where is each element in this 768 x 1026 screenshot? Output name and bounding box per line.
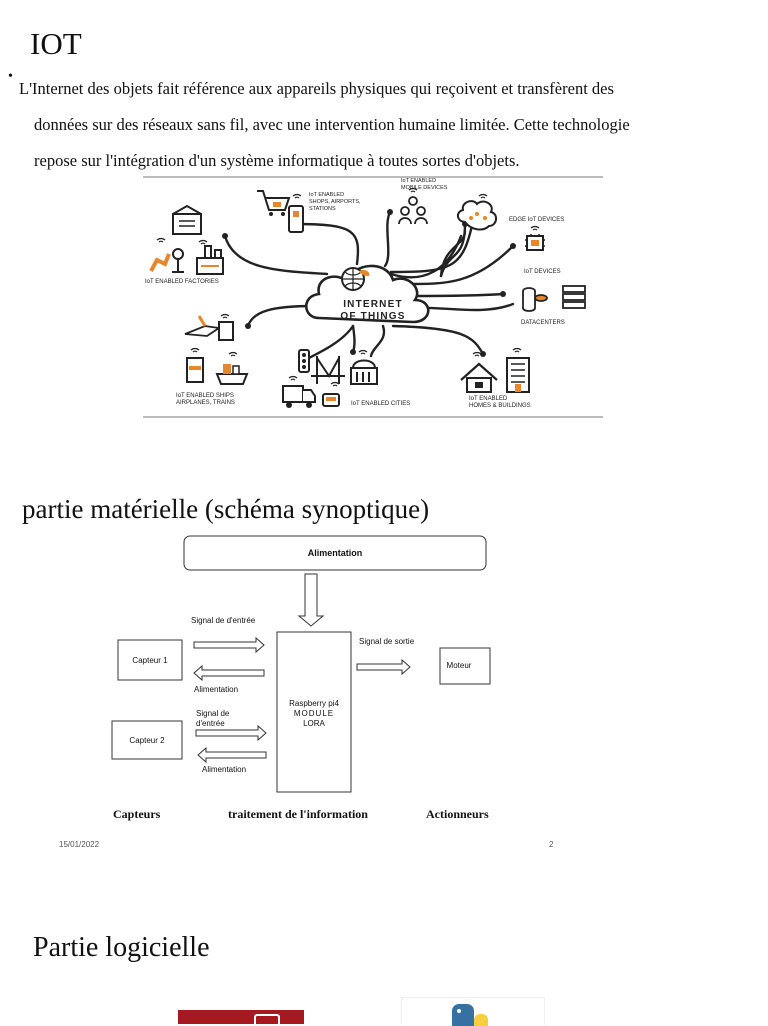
- paragraph-line: repose sur l'intégration d'un système in…: [34, 151, 520, 170]
- processor-line2: MODULE: [294, 709, 334, 718]
- people-icon: [398, 196, 428, 225]
- label-edge: EDGE IoT DEVICES: [509, 217, 564, 223]
- power-label: Alimentation: [308, 548, 363, 558]
- footer-date: 15/01/2022: [59, 840, 100, 849]
- label-cities: IoT ENABLED CITIES: [351, 401, 410, 407]
- train-icon: [186, 357, 204, 383]
- paragraph-line: données sur des réseaux sans fil, avec u…: [34, 115, 630, 134]
- database-icon: [522, 285, 586, 312]
- label-shops-1: IoT ENABLED: [309, 192, 344, 198]
- footer-page-number: 2: [549, 840, 554, 849]
- processor-line3: LORA: [303, 719, 325, 728]
- window-icon: [254, 1014, 280, 1024]
- truck-icon: [282, 385, 316, 408]
- factory-icon: [149, 204, 224, 275]
- motor-box: [439, 647, 491, 685]
- signal-in-1-label: Signal de d'entrée: [191, 616, 256, 625]
- processor-box: [276, 631, 352, 793]
- motor-label: Moteur: [447, 661, 472, 670]
- traffic-light-icon: [298, 349, 310, 373]
- phone-icon: [288, 205, 304, 233]
- iot-illustration: INTERNET OF THINGS IoT ENABLED FACTORIES…: [143, 176, 603, 418]
- power-box: [183, 535, 487, 571]
- cloud-label-line1: INTERNET: [343, 299, 403, 310]
- label-shops-2: SHOPS, AIRPORTS,: [309, 199, 361, 205]
- sensor1-box: [117, 639, 183, 681]
- arrow-right-icon: [195, 724, 267, 742]
- section-title-iot: IOT: [30, 26, 82, 61]
- label-ships-2: AIRPLANES, TRAINS: [176, 400, 235, 406]
- sensor2-label: Capteur 2: [129, 736, 165, 745]
- landmark-icon: [350, 359, 378, 385]
- label-homes-2: HOMES & BUILDINGS: [469, 403, 531, 409]
- python-icon: [452, 1004, 474, 1026]
- building-icon: [506, 357, 530, 393]
- arrow-down-icon: [297, 573, 325, 627]
- iot-paragraph: L'Internet des objets fait référence aux…: [19, 71, 754, 179]
- signal-out-label: Signal de sortie: [359, 637, 415, 646]
- label-factories: IoT ENABLED FACTORIES: [145, 279, 219, 285]
- bus-icon: [322, 393, 340, 407]
- bridge-icon: [311, 356, 345, 384]
- signal-in-2b-label: d'entrée: [196, 719, 225, 728]
- label-datacenters: DATACENTERS: [521, 320, 565, 326]
- ship-icon: [215, 364, 249, 385]
- house-icon: [460, 362, 498, 393]
- section-title-software: Partie logicielle: [33, 932, 210, 963]
- brain-icon: [457, 200, 497, 231]
- gauge-icon: [218, 321, 234, 341]
- label-homes-1: IoT ENABLED: [469, 396, 508, 402]
- paragraph-line: L'Internet des objets fait référence aux…: [19, 79, 614, 98]
- sensor2-box: [111, 720, 183, 760]
- software-logo-left: [178, 1010, 304, 1024]
- bullet-point: •: [8, 69, 13, 84]
- arrow-right-icon: [193, 636, 265, 654]
- cloud-icon: [304, 264, 430, 324]
- section-title-hardware: partie matérielle (schéma synoptique): [22, 494, 430, 524]
- arrow-right-icon: [356, 658, 411, 676]
- block-diagram: Alimentation Raspberry pi4 MODULE LORA C…: [111, 535, 491, 821]
- column-label-sensors: Capteurs: [113, 807, 161, 821]
- label-ships-1: IoT ENABLED SHIPS: [176, 393, 234, 399]
- label-mobile-1: IoT ENABLED: [401, 178, 436, 184]
- chip-icon: [525, 234, 545, 251]
- signal-in-2a-label: Signal de: [196, 709, 230, 718]
- label-iot-devices: IoT DEVICES: [524, 269, 561, 275]
- sensor1-label: Capteur 1: [132, 656, 168, 665]
- shopping-cart-icon: [257, 190, 291, 216]
- wifi-icons: [156, 187, 540, 387]
- airplane-icon: [184, 315, 222, 337]
- processor-line1: Raspberry pi4: [289, 699, 339, 708]
- power-label-1: Alimentation: [194, 685, 238, 694]
- column-label-processing: traitement de l'information: [228, 807, 368, 821]
- label-shops-3: STATIONS: [309, 206, 336, 212]
- arrow-left-icon: [193, 664, 265, 682]
- cloud-label-line2: OF THINGS: [340, 311, 405, 322]
- power-label-2: Alimentation: [202, 765, 246, 774]
- python-logo: [401, 997, 545, 1026]
- column-label-actuators: Actionneurs: [426, 807, 489, 821]
- label-mobile-2: MOBILE DEVICES: [401, 185, 448, 191]
- arrow-left-icon: [197, 746, 267, 764]
